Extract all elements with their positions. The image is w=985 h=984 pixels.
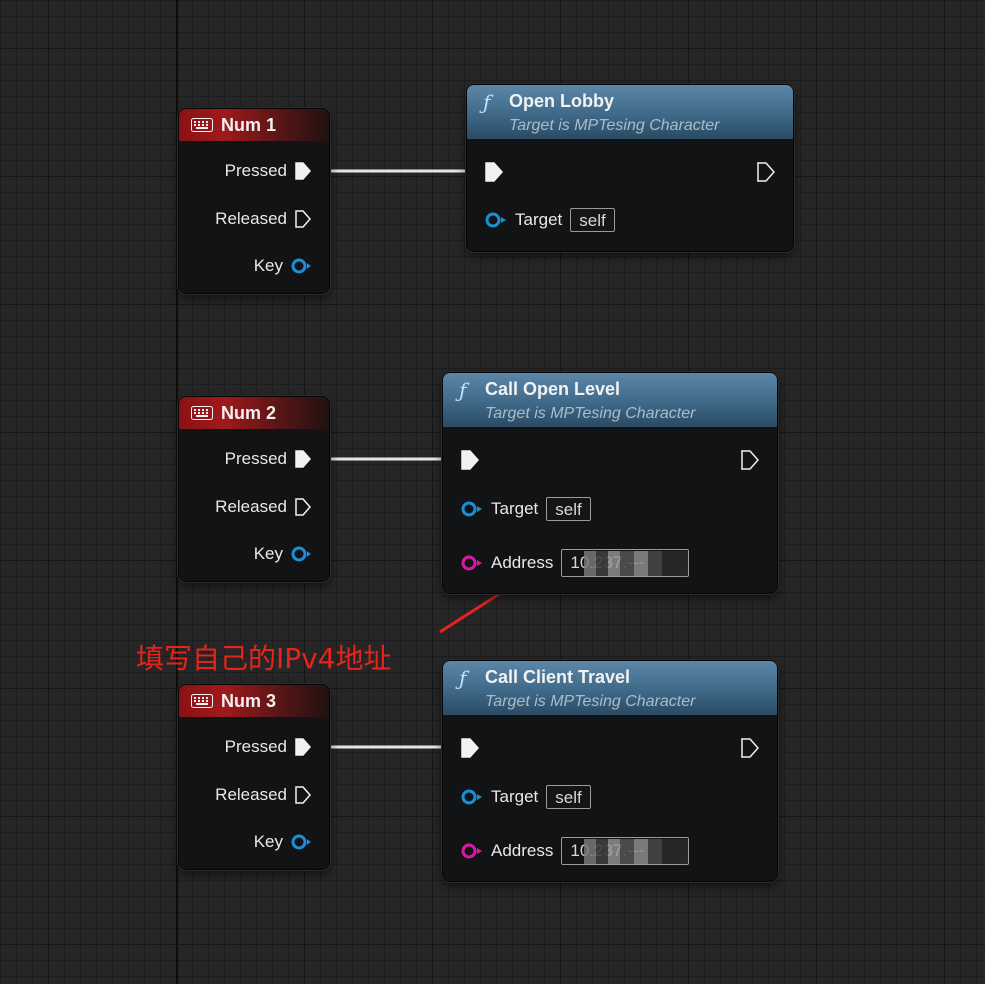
pin-label: Pressed <box>224 449 287 468</box>
event-title: Num 3 <box>221 690 277 711</box>
exec-pin-icon[interactable] <box>295 738 311 756</box>
function-node-call-open-level[interactable]: ƒ Call Open Level Target is MPTesing Cha… <box>442 372 778 594</box>
address-pin[interactable]: Address 10.237.--- <box>461 837 690 865</box>
string-pin-icon[interactable] <box>461 555 483 571</box>
event-title: Num 2 <box>221 402 277 423</box>
address-value-field[interactable]: 10.237.--- <box>561 549 690 577</box>
pin-label: Target <box>491 499 539 518</box>
event-title: Num 1 <box>221 114 277 135</box>
event-header: Num 1 <box>179 109 329 141</box>
exec-pin-icon[interactable] <box>295 498 311 516</box>
key-pin[interactable]: Key <box>254 544 311 564</box>
event-node-num-1[interactable]: Num 1 Pressed Released Key <box>178 108 330 294</box>
exec-out-pin-icon[interactable] <box>757 162 775 182</box>
function-header: ƒ Open Lobby Target is MPTesing Characte… <box>467 85 793 139</box>
exec-pin-icon[interactable] <box>295 210 311 228</box>
function-title: Call Open Level <box>485 379 621 399</box>
exec-out-pin-icon[interactable] <box>741 738 759 758</box>
target-value-field[interactable]: self <box>546 497 591 521</box>
exec-out-pin-icon[interactable] <box>741 450 759 470</box>
pin-label: Released <box>215 785 287 804</box>
event-node-num-3[interactable]: Num 3 Pressed Released Key <box>178 684 330 870</box>
pin-label: Key <box>253 544 283 563</box>
pin-label: Address <box>491 841 554 860</box>
object-pin-icon[interactable] <box>461 501 483 517</box>
function-subtitle: Target is MPTesing Character <box>485 405 696 422</box>
object-pin-icon[interactable] <box>291 546 311 562</box>
exec-pin-icon[interactable] <box>295 786 311 804</box>
released-pin[interactable]: Released <box>215 209 311 229</box>
object-pin-icon[interactable] <box>291 258 311 274</box>
exec-in-pin-icon[interactable] <box>485 162 503 182</box>
released-pin[interactable]: Released <box>215 497 311 517</box>
annotation-text: 填写自己的IPv4地址 <box>136 642 392 675</box>
exec-pin-icon[interactable] <box>295 450 311 468</box>
target-pin[interactable]: Target self <box>485 208 615 232</box>
function-header: ƒ Call Client Travel Target is MPTesing … <box>443 661 777 715</box>
pin-label: Target <box>491 787 539 806</box>
pin-label: Released <box>215 497 287 516</box>
keyboard-icon <box>191 118 213 132</box>
target-pin[interactable]: Target self <box>461 497 591 521</box>
pin-label: Address <box>491 553 554 572</box>
function-title: Open Lobby <box>509 91 614 111</box>
string-pin-icon[interactable] <box>461 843 483 859</box>
target-value-field[interactable]: self <box>546 785 591 809</box>
redaction-smudge <box>584 551 689 576</box>
redaction-smudge <box>584 839 689 864</box>
keyboard-icon <box>191 694 213 708</box>
function-icon: ƒ <box>459 378 467 402</box>
address-pin[interactable]: Address 10.237.--- <box>461 549 690 577</box>
exec-in-pin-icon[interactable] <box>461 738 479 758</box>
keyboard-icon <box>191 406 213 420</box>
object-pin-icon[interactable] <box>291 834 311 850</box>
pin-label: Pressed <box>224 161 287 180</box>
key-pin[interactable]: Key <box>254 832 311 852</box>
event-header: Num 3 <box>179 685 329 717</box>
pin-label: Pressed <box>224 737 287 756</box>
key-pin[interactable]: Key <box>254 256 311 276</box>
exec-pin-icon[interactable] <box>295 162 311 180</box>
function-node-open-lobby[interactable]: ƒ Open Lobby Target is MPTesing Characte… <box>466 84 794 252</box>
event-header: Num 2 <box>179 397 329 429</box>
object-pin-icon[interactable] <box>485 212 507 228</box>
pressed-pin[interactable]: Pressed <box>225 449 311 469</box>
function-title: Call Client Travel <box>485 667 631 687</box>
function-header: ƒ Call Open Level Target is MPTesing Cha… <box>443 373 777 427</box>
released-pin[interactable]: Released <box>215 785 311 805</box>
function-node-call-client-travel[interactable]: ƒ Call Client Travel Target is MPTesing … <box>442 660 778 882</box>
target-pin[interactable]: Target self <box>461 785 591 809</box>
event-node-num-2[interactable]: Num 2 Pressed Released Key <box>178 396 330 582</box>
address-value-field[interactable]: 10.237.--- <box>561 837 690 865</box>
object-pin-icon[interactable] <box>461 789 483 805</box>
function-icon: ƒ <box>459 666 467 690</box>
pin-label: Released <box>215 209 287 228</box>
pin-label: Key <box>253 256 283 275</box>
graph-origin-axis <box>176 0 178 984</box>
pressed-pin[interactable]: Pressed <box>225 737 311 757</box>
function-icon: ƒ <box>483 90 491 114</box>
pin-label: Key <box>253 832 283 851</box>
pressed-pin[interactable]: Pressed <box>225 161 311 181</box>
exec-in-pin-icon[interactable] <box>461 450 479 470</box>
pin-label: Target <box>515 210 563 229</box>
target-value-field[interactable]: self <box>570 208 615 232</box>
function-subtitle: Target is MPTesing Character <box>509 117 720 134</box>
function-subtitle: Target is MPTesing Character <box>485 693 696 710</box>
